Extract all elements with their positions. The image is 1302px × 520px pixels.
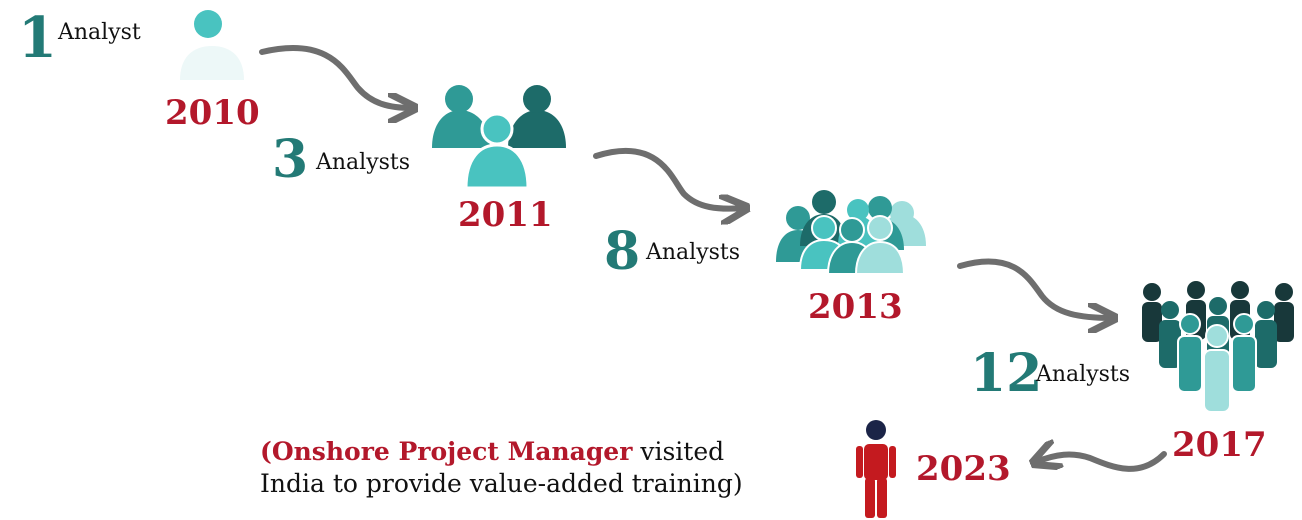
year-2017: 2017	[1172, 425, 1267, 465]
analyst-label-2013: Analysts	[646, 240, 741, 265]
twelve-people-icon	[1142, 281, 1294, 413]
arrow-2013-to-2017	[957, 258, 1112, 318]
eight-people-icon	[776, 190, 926, 275]
project-manager-icon	[856, 420, 896, 518]
analyst-count-2011: 3	[272, 129, 309, 190]
note-open-paren: (	[260, 437, 272, 466]
training-note: (Onshore Project Manager visited India t…	[260, 436, 743, 500]
analyst-label-2010: Analyst	[58, 20, 141, 45]
note-role: Onshore Project Manager	[271, 437, 633, 466]
analyst-count-2017: 12	[970, 343, 1043, 404]
training-note-line1: (Onshore Project Manager visited	[260, 436, 743, 468]
arrow-2017-to-2023	[1036, 454, 1167, 472]
arrow-2011-to-2013	[593, 147, 744, 209]
three-people-icon	[432, 85, 566, 190]
analyst-label-2017: Analysts	[1036, 362, 1131, 387]
year-2010: 2010	[165, 93, 260, 133]
year-2011: 2011	[458, 195, 553, 235]
note-line1-rest: visited	[632, 437, 725, 466]
analyst-count-2010: 1	[18, 5, 57, 71]
analyst-label-2011: Analysts	[316, 150, 411, 175]
analyst-count-2013: 8	[604, 221, 641, 282]
arrow-2010-to-2011	[259, 45, 412, 108]
year-2023: 2023	[916, 449, 1011, 489]
single-person-icon	[180, 10, 244, 80]
year-2013: 2013	[808, 287, 903, 327]
training-note-line2: India to provide value-added training)	[260, 469, 743, 498]
